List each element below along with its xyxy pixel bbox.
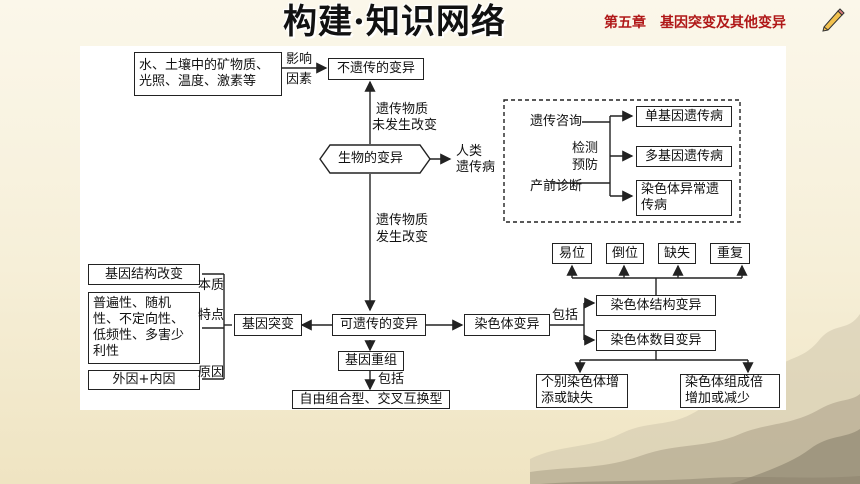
numerical-variation-box: 染色体数目变异 [596, 330, 716, 351]
trait-label: 特点 [198, 308, 225, 323]
env-factors-box: 水、土壤中的矿物质、光照、温度、激素等 [134, 52, 282, 96]
page-title: 构建·知识网络 [283, 2, 506, 42]
gene-structure-box: 基因结构改变 [88, 264, 200, 285]
type-box-4: 重复 [710, 243, 750, 264]
cause-label: 原因 [198, 365, 225, 380]
unchanged-label-2: 未发生改变 [372, 118, 438, 133]
concept-map-lines [202, 62, 754, 391]
type-box-2: 倒位 [606, 243, 644, 264]
influence-label-1: 影响 [286, 52, 313, 67]
type-box-3: 缺失 [658, 243, 696, 264]
chromosome-variation-box: 染色体变异 [464, 314, 550, 336]
non-heritable-box: 不遗传的变异 [328, 58, 424, 80]
prenatal-label: 产前诊断 [530, 179, 583, 194]
recombination-types-box: 自由组合型、交叉互换型 [292, 390, 450, 409]
gene-recombination-box: 基因重组 [338, 351, 404, 371]
unchanged-label-1: 遗传物质 [376, 102, 429, 117]
multi-gene-disease-box: 多基因遗传病 [636, 146, 732, 167]
include-label-2: 包括 [378, 372, 405, 387]
counseling-label: 遗传咨询 [530, 114, 583, 129]
heritable-box: 可遗传的变异 [332, 314, 426, 336]
include-label-1: 包括 [552, 308, 579, 323]
changed-label-1: 遗传物质 [376, 213, 429, 228]
features-box: 普遍性、随机性、不定向性、低频性、多害少利性 [88, 292, 200, 364]
individual-chromosome-box: 个别染色体增添或缺失 [536, 374, 628, 408]
structural-variation-box: 染色体结构变异 [596, 295, 716, 316]
causes-box: 外因+内因 [88, 370, 200, 390]
chromosome-set-box: 染色体组成倍增加或减少 [680, 374, 780, 408]
detect-label: 检测 [572, 141, 599, 156]
prevent-label: 预防 [572, 158, 599, 173]
ink-mountain-decoration [530, 314, 860, 484]
essence-label: 本质 [198, 278, 225, 293]
influence-label-2: 因素 [286, 72, 313, 87]
gene-mutation-box: 基因突变 [234, 314, 302, 336]
chapter-label: 第五章 基因突变及其他变异 [604, 15, 786, 31]
chromosome-disease-box: 染色体异常遗传病 [636, 180, 732, 216]
human-label-1: 人类 [456, 144, 483, 159]
human-label-2: 遗传病 [456, 160, 496, 175]
type-box-1: 易位 [552, 243, 592, 264]
concept-map-panel: 水、土壤中的矿物质、光照、温度、激素等 影响 因素 不遗传的变异 遗传物质 未发… [80, 46, 786, 410]
pencil-icon [822, 8, 845, 32]
center-node-label: 生物的变异 [338, 151, 404, 166]
changed-label-2: 发生改变 [376, 230, 429, 245]
single-gene-disease-box: 单基因遗传病 [636, 106, 732, 127]
